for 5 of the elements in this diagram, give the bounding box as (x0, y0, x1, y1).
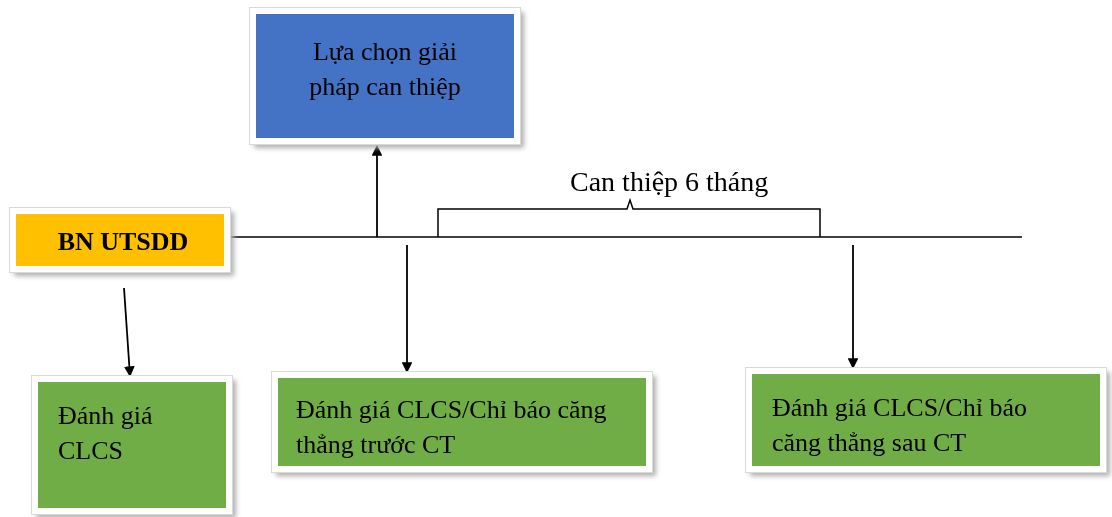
arrow (847, 244, 859, 370)
arrow (123, 287, 135, 378)
arrow (401, 244, 413, 374)
duration-label: Can thiệp 6 tháng (570, 166, 769, 198)
arrow (371, 144, 383, 238)
